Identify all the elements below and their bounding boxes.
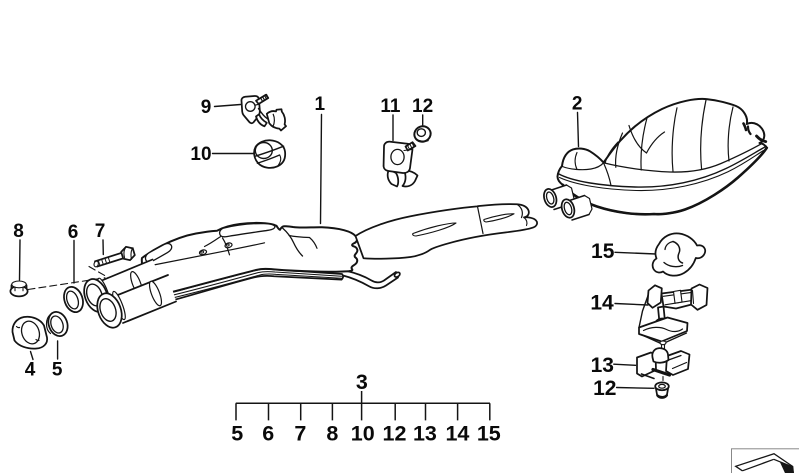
svg-text:14: 14 xyxy=(590,292,614,315)
svg-text:6: 6 xyxy=(68,222,79,243)
svg-text:14: 14 xyxy=(445,422,469,446)
svg-text:12: 12 xyxy=(593,377,616,400)
svg-text:3: 3 xyxy=(356,370,368,394)
svg-text:11: 11 xyxy=(380,96,401,117)
svg-text:12: 12 xyxy=(383,422,407,446)
svg-text:8: 8 xyxy=(326,422,338,446)
svg-text:13: 13 xyxy=(591,354,614,377)
svg-text:1: 1 xyxy=(315,94,326,115)
svg-text:7: 7 xyxy=(294,422,306,446)
svg-text:10: 10 xyxy=(351,422,375,446)
svg-text:2: 2 xyxy=(572,94,583,115)
svg-text:9: 9 xyxy=(201,97,212,118)
svg-text:15: 15 xyxy=(591,240,615,263)
svg-text:12: 12 xyxy=(412,96,433,117)
svg-text:13: 13 xyxy=(413,422,437,446)
svg-text:5: 5 xyxy=(231,422,243,446)
svg-text:7: 7 xyxy=(95,221,106,242)
svg-text:10: 10 xyxy=(190,144,211,165)
svg-text:5: 5 xyxy=(52,360,63,381)
svg-text:6: 6 xyxy=(262,422,274,446)
svg-text:15: 15 xyxy=(477,422,501,446)
svg-text:8: 8 xyxy=(13,221,24,242)
svg-text:4: 4 xyxy=(25,360,36,381)
